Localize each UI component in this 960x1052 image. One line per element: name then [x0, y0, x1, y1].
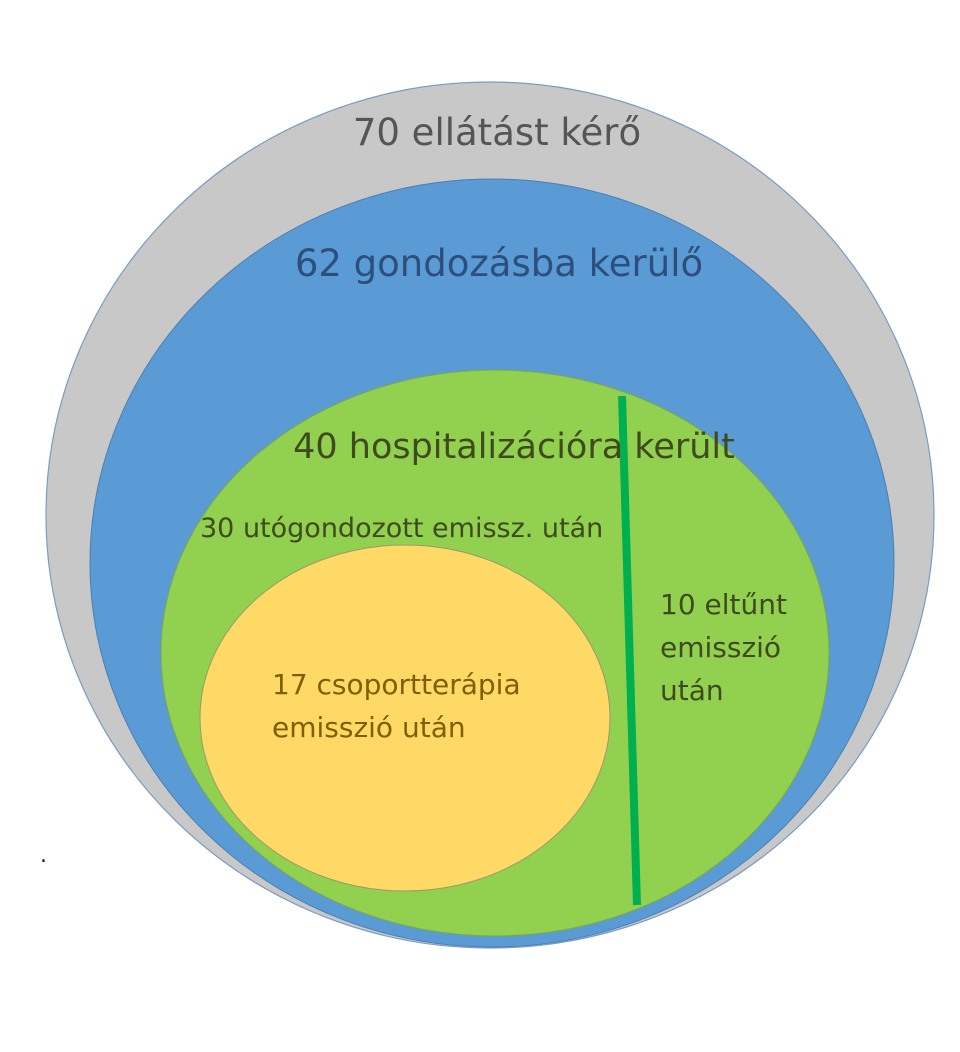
- side-label-line-3: után: [660, 674, 724, 707]
- inner-label: 40 hospitalizációra került: [293, 427, 735, 467]
- middle-label: 62 gondozásba kerülő: [295, 242, 703, 285]
- side-label-line-2: emisszió: [660, 631, 781, 664]
- inner-sublabel: 30 utógondozott emissz. után: [200, 513, 603, 544]
- core-label-line-1: 17 csoportterápia: [272, 668, 521, 701]
- stray-dot: .: [40, 843, 47, 868]
- outer-label: 70 ellátást kérő: [353, 111, 641, 154]
- divider-line: [618, 395, 641, 906]
- core-ellipse-csoportterapia: [199, 544, 611, 892]
- core-label-line-2: emisszió után: [272, 711, 466, 744]
- side-label-line-1: 10 eltűnt: [660, 588, 787, 621]
